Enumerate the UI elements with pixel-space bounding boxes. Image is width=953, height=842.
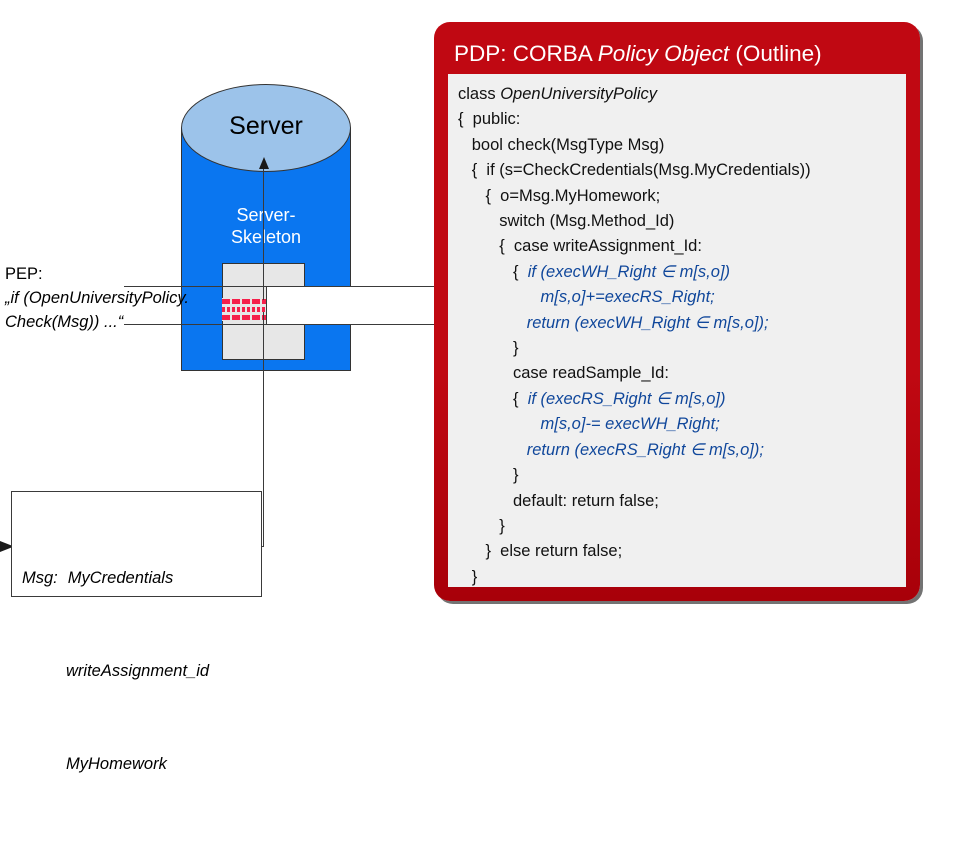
policy-code-line: return (execRS_Right ∈ m[s,o]);: [458, 438, 811, 463]
policy-code-line: default: return false;: [458, 491, 659, 510]
policy-code-token-highlight: m[s,o]-= execWH_Right;: [458, 415, 720, 434]
policy-code-line: m[s,o]+=execRS_Right;: [458, 285, 811, 310]
policy-code-line: case readSample_Id:: [458, 364, 669, 383]
connector-firewall-to-msg: [263, 312, 264, 546]
policy-code-token-highlight: m[s,o]+=execRS_Right;: [458, 288, 715, 307]
policy-code-token-italic: OpenUniversityPolicy: [500, 85, 657, 103]
policy-code-line: { public:: [458, 110, 521, 129]
policy-code-line: bool check(MsgType Msg): [458, 135, 665, 154]
server-top-ellipse: [181, 84, 351, 172]
msg-box-content: Msg: MyCredentials writeAssignment_id MyH…: [22, 501, 209, 842]
arrow-head-up-icon: [259, 157, 269, 169]
pep-code-line-2: Check(Msg)) ...“: [5, 313, 124, 331]
pdp-panel-title: PDP: CORBA Policy Object (Outline): [454, 41, 904, 67]
policy-code-line: { if (execRS_Right ∈ m[s,o]): [458, 387, 811, 412]
policy-code-panel: class OpenUniversityPolicy { public: bool…: [448, 74, 906, 587]
msg-box: Msg: MyCredentials writeAssignment_id MyH…: [11, 491, 262, 773]
policy-code-token: {: [458, 262, 519, 281]
policy-code-line: }: [458, 567, 478, 586]
msg-box-label: Msg:: [22, 569, 58, 587]
connector-firewall-to-server: [263, 168, 264, 300]
msg-box-label-row: Msg: MyCredentials: [22, 563, 209, 594]
policy-code-line: }: [458, 516, 505, 535]
policy-code-line: switch (Msg.Method_Id): [458, 212, 675, 231]
server-skeleton-line-2: Skeleton: [230, 227, 302, 247]
policy-code-line: { if (execWH_Right ∈ m[s,o]): [458, 260, 811, 285]
pdp-title-suffix: (Outline): [729, 41, 822, 66]
arrow-head-right-icon: [0, 541, 14, 552]
policy-code-line: { o=Msg.MyHomework;: [458, 186, 661, 205]
server-skeleton-label: Server- Skeleton: [181, 204, 351, 248]
policy-code-token-highlight: return (execWH_Right ∈ m[s,o]);: [458, 313, 769, 332]
pdp-title-prefix: PDP: CORBA: [454, 41, 598, 66]
pep-code-line-1: „if (OpenUniversityPolicy.: [5, 289, 189, 307]
policy-code-token: {: [458, 389, 519, 408]
policy-code-line: m[s,o]-= execWH_Right;: [458, 412, 811, 437]
policy-code-token: class: [458, 85, 501, 103]
policy-code-token-highlight: return (execRS_Right ∈ m[s,o]);: [458, 440, 764, 459]
pdp-policy-object-panel: PDP: CORBA Policy Object (Outline) class…: [434, 22, 920, 601]
msg-box-field-2: MyHomework: [66, 755, 167, 773]
connector-pep-bottom-line: [124, 324, 269, 325]
pdp-title-emphasis: Policy Object: [597, 41, 730, 66]
policy-code-line: } else return false;: [458, 542, 623, 561]
policy-code-line: { case writeAssignment_Id:: [458, 237, 702, 256]
server-label: Server: [229, 112, 303, 140]
pep-annotation: PEP: „if (OpenUniversityPolicy. Check(Ms…: [5, 262, 220, 334]
policy-code-line: { if (s=CheckCredentials(Msg.MyCredentia…: [458, 161, 811, 180]
policy-code-line: class OpenUniversityPolicy: [458, 82, 811, 107]
connector-pep-top-line: [124, 286, 269, 287]
msg-box-field-0: MyCredentials: [67, 569, 174, 587]
pep-heading: PEP:: [5, 265, 43, 283]
policy-code-line: }: [458, 339, 519, 358]
policy-code-token-highlight: if (execRS_Right ∈ m[s,o]): [518, 389, 726, 408]
server-skeleton-line-1: Server-: [236, 205, 296, 225]
policy-code-token-highlight: if (execWH_Right ∈ m[s,o]): [518, 262, 731, 281]
policy-code-listing: class OpenUniversityPolicy { public: bool…: [458, 82, 811, 587]
policy-code-line: }: [458, 466, 519, 485]
msg-box-field-1: writeAssignment_id: [66, 662, 210, 680]
policy-code-line: return (execWH_Right ∈ m[s,o]);: [458, 311, 811, 336]
